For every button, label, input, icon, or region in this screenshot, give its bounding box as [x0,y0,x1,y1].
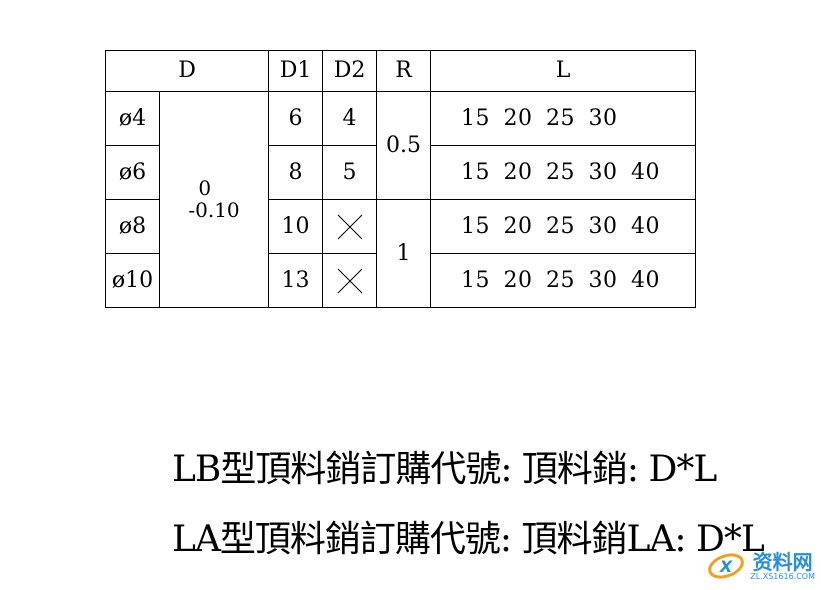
cell-d: ø6 [105,145,160,200]
cell-d1: 8 [268,145,324,200]
table-row: ø10 13 15 20 25 30 40 [105,253,697,308]
tolerance-lower: -0.10 [188,198,240,222]
header-l: L [430,50,697,92]
cell-d2: 4 [322,91,378,146]
cross-mark-icon [337,214,362,239]
cell-lengths: 15 20 25 30 40 [430,199,697,254]
spec-table: D D1 D2 R L ø4 0 -0.10 6 4 0.5 15 20 25 … [104,50,697,308]
cell-tolerance: 0 -0.10 [158,91,270,308]
cell-d1: 10 [268,199,324,254]
cell-d: ø8 [105,199,160,254]
watermark-sub: ZL.XS1616.COM [750,571,815,581]
cell-radius: 0.5 [376,91,432,200]
cell-radius: 1 [376,199,432,308]
watermark-main: 资料网 [752,549,813,574]
header-r: R [376,50,432,92]
cell-d2-na [322,253,378,308]
cross-mark-icon [337,268,362,293]
header-d: D [104,50,270,92]
tolerance-upper: 0 [198,176,212,200]
cell-d: ø10 [105,253,160,308]
cell-d2-na [322,199,378,254]
order-code-lb: LB型頂料銷訂購代號: 頂料銷: D*L [172,449,717,490]
header-d1: D1 [268,50,324,92]
order-code-la: LA型頂料銷訂購代號: 頂料銷LA: D*L [172,519,765,560]
svg-text:X: X [719,557,733,576]
header-row: D D1 D2 R L [104,50,697,92]
watermark-logo-icon: X [708,553,745,579]
cell-d1: 13 [268,253,324,308]
table-row: ø4 0 -0.10 6 4 0.5 15 20 25 30 [105,91,697,308]
watermark: X 资料网 ZL.XS1616.COM [706,548,815,584]
cell-d: ø4 [105,91,160,146]
cell-d2: 5 [322,145,378,200]
cell-d1: 6 [268,91,324,146]
table-row: ø8 10 1 15 20 25 30 40 [105,199,697,308]
header-d2: D2 [322,50,378,92]
cell-lengths: 15 20 25 30 40 [430,145,697,200]
table-row: ø6 8 5 15 20 25 30 40 [105,145,697,200]
cell-lengths: 15 20 25 30 40 [430,253,697,308]
cell-lengths: 15 20 25 30 [430,91,697,146]
tolerance-block: 0 -0.10 [188,177,239,221]
